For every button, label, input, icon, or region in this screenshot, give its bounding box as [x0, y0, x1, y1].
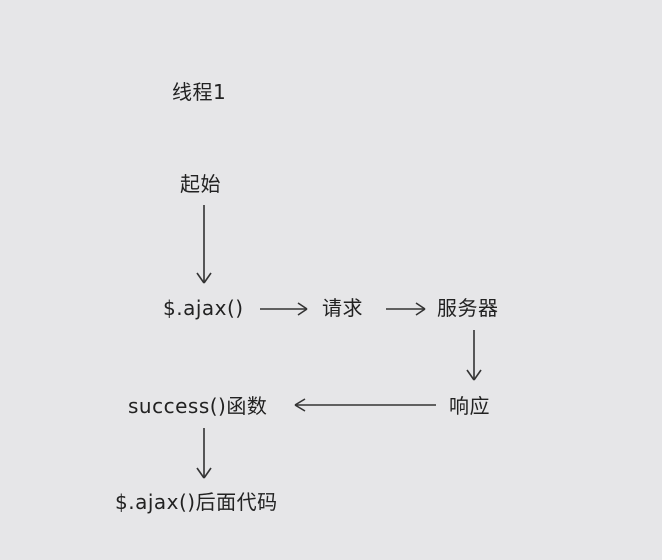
node-ajax-call: $.ajax(): [163, 296, 244, 320]
arrow-server-to-response: [466, 330, 482, 381]
arrow-success-to-after: [196, 428, 212, 479]
arrow-ajax-to-request: [260, 302, 308, 316]
node-start: 起始: [180, 172, 221, 196]
node-after-ajax: $.ajax()后面代码: [115, 490, 278, 514]
node-request: 请求: [322, 296, 363, 320]
arrow-start-to-ajax: [196, 205, 212, 284]
thread-title: 线程1: [172, 80, 227, 104]
node-response: 响应: [449, 394, 490, 418]
arrow-request-to-server: [386, 302, 426, 316]
arrow-response-to-success: [294, 398, 436, 412]
node-success-fn: success()函数: [128, 394, 268, 418]
node-server: 服务器: [437, 296, 499, 320]
